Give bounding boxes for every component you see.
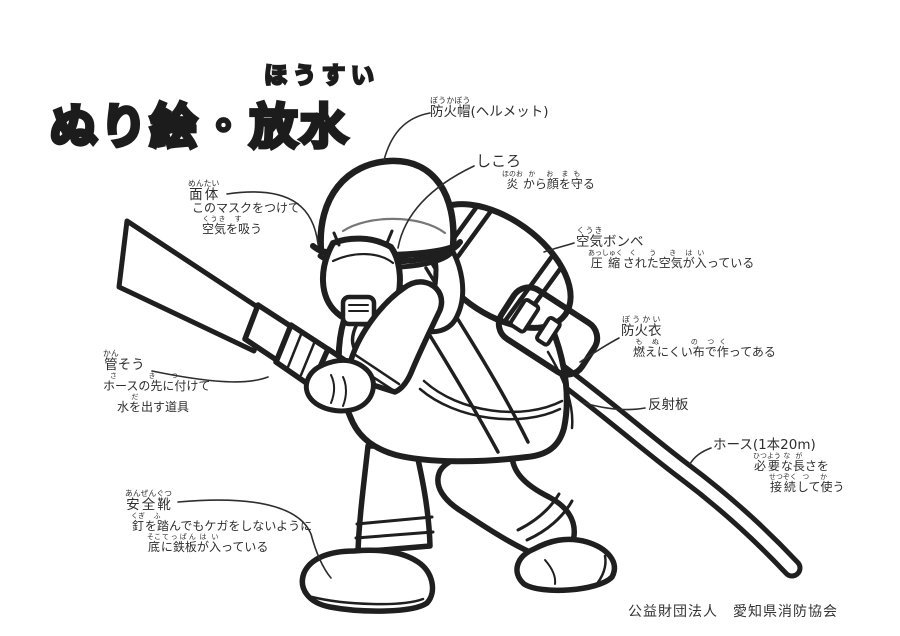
- face-mask-drawing: [320, 229, 403, 355]
- page-title-furigana: ほうすい: [263, 62, 380, 90]
- leader-nozzle: [151, 370, 269, 383]
- label-face-mask: 面体めんたい このマスクをつけて 空気くうきを吸すう: [188, 179, 300, 236]
- label-reflector: 反射板: [648, 397, 689, 413]
- right-leg-drawing: [435, 448, 618, 594]
- label-hose-desc2: 接続せつぞくして使つかう: [769, 473, 845, 495]
- label-fire-coat-desc: 燃もえにくい布ぬので作つくってある: [633, 338, 776, 360]
- leader-air-tank: [543, 242, 575, 253]
- leader-helmet: [383, 112, 431, 161]
- label-face-mask-desc1: このマスクをつけて: [192, 201, 301, 216]
- label-nozzle-desc2: 水を出だす道具: [117, 393, 190, 415]
- label-face-mask-text: 面体めんたい: [188, 179, 220, 203]
- label-fire-coat-text: 防火衣ぼうかい: [621, 315, 662, 339]
- label-shikoro: しころ 炎ほのおから顔かおを守まもる: [476, 152, 595, 191]
- leader-shikoro: [397, 165, 475, 249]
- label-hose-desc1: 必要ひつような長ながさを: [753, 452, 829, 474]
- page-title: ぬり絵・放水: [48, 98, 350, 157]
- left-leg-drawing: [299, 443, 436, 614]
- glove-drawing: [303, 357, 376, 414]
- leader-hose: [689, 447, 712, 465]
- label-hose: ホース(1本20m) 必要ひつような長ながさを 接続せつぞくして使つかう: [713, 438, 844, 494]
- leader-mask: [226, 191, 319, 245]
- label-helmet: 防火帽ぼうかぼう(ヘルメット): [430, 96, 549, 119]
- leader-lines: [151, 112, 712, 579]
- label-helmet-text: 防火帽ぼうかぼう(ヘルメット): [430, 96, 549, 120]
- label-nozzle-desc1: ホースの先さきに付つけて: [103, 372, 211, 394]
- label-air-tank-text: 空気くうきボンベ: [576, 226, 644, 250]
- hose-drawing: [534, 351, 803, 579]
- right-boot-drawing: [514, 536, 618, 594]
- leader-boots: [177, 499, 332, 579]
- label-hose-text: ホース(1本20m): [713, 437, 816, 453]
- label-safety-boots: 安全靴あんぜんぐつ 釘くぎを踏ふんでもケガをしないように 底そこに鉄板てっぱんが…: [125, 489, 312, 554]
- label-safety-boots-text: 安全靴あんぜんぐつ: [125, 489, 172, 513]
- label-reflector-text: 反射板: [648, 397, 689, 413]
- label-face-mask-desc2: 空気くうきを吸すう: [202, 215, 263, 237]
- label-nozzle-text: 管かんそう: [103, 349, 145, 373]
- reflective-stripe-drawing: [418, 387, 562, 421]
- label-air-tank-desc: 圧縮あっしゅくされた空気くうきが入はいっている: [588, 249, 755, 271]
- label-shikoro-text: しころ: [476, 152, 522, 170]
- left-boot-drawing: [299, 547, 436, 614]
- label-shikoro-desc: 炎ほのおから顔かおを守まもる: [502, 169, 595, 191]
- label-fire-coat: 防火衣ぼうかい 燃もえにくい布ぬので作つくってある: [621, 315, 776, 359]
- label-air-tank: 空気くうきボンベ 圧縮あっしゅくされた空気くうきが入はいっている: [576, 226, 754, 270]
- label-safety-boots-desc1: 釘くぎを踏ふんでもケガをしないように: [131, 512, 313, 534]
- leader-reflector: [583, 402, 646, 411]
- label-safety-boots-desc2: 底そこに鉄板てっぱんが入はいっている: [147, 533, 269, 555]
- publisher-credit: 公益財団法人 愛知県消防協会: [628, 604, 838, 620]
- label-nozzle: 管かんそう ホースの先さきに付つけて 水を出だす道具: [103, 349, 210, 414]
- leader-fire-coat: [579, 337, 620, 363]
